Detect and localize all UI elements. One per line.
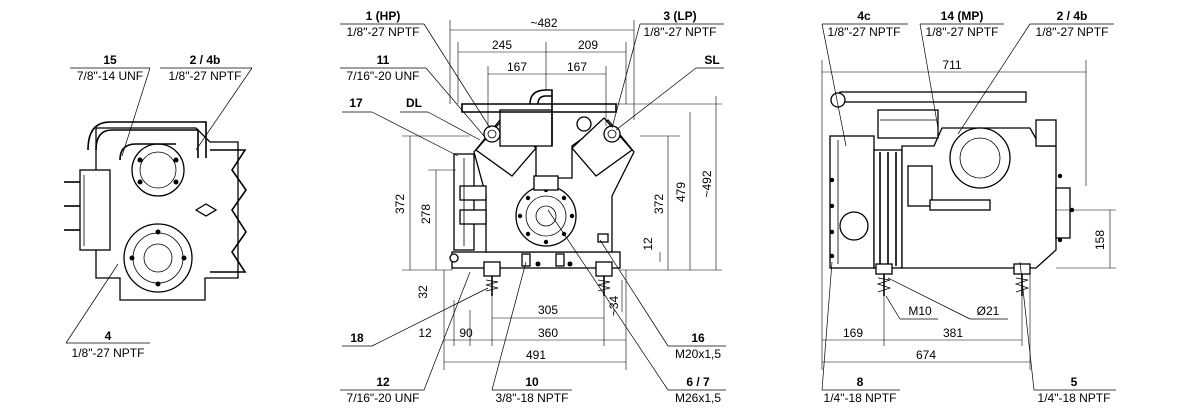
callout-thread: 3/8"-18 NPTF: [496, 391, 569, 405]
callout-middle-11: 11 7/16"-20 UNF: [340, 53, 485, 137]
left-view: 15 7/8"-14 UNF 2 / 4b 1/8"-27 NPTF 4 1/8…: [64, 53, 253, 360]
callout-thread: 1/8"-27 NPTF: [926, 25, 999, 39]
callout-middle-1-hp: 1 (HP) 1/8"-27 NPTF: [340, 9, 491, 129]
callout-thread: 1/8"-27 NPTF: [347, 25, 420, 39]
callout-number: 14 (MP): [941, 9, 984, 23]
right-dimension-lines: [821, 60, 1116, 370]
callout-number: 2 / 4b: [1057, 9, 1088, 23]
dim-bottom-674: 674: [916, 348, 936, 362]
callout-number: 5: [1071, 375, 1078, 389]
dim-right-height-mid: 479: [674, 182, 688, 202]
dim-bottom-491: 491: [526, 348, 546, 362]
callout-middle-12: 12 7/16"-20 UNF: [340, 271, 471, 405]
callout-middle-sl: SL: [615, 53, 724, 131]
callout-left-15: 15 7/8"-14 UNF: [70, 53, 151, 157]
callout-number: SL: [704, 53, 719, 67]
callout-right-4c: 4c 1/8"-27 NPTF: [821, 9, 908, 147]
callout-right-8: 8 1/4"-18 NPTF: [821, 261, 900, 405]
callout-thread: 1/4"-18 NPTF: [824, 391, 897, 405]
callout-number: 6 / 7: [686, 375, 710, 389]
middle-dimension-lines: [402, 20, 722, 370]
dim-bottom-90: 90: [459, 326, 473, 340]
dim-foot-spacing: 305: [538, 303, 558, 317]
callout-number: 10: [525, 375, 539, 389]
callout-thread: 7/8"-14 UNF: [77, 69, 143, 83]
dim-top-left: 245: [492, 38, 512, 52]
callout-middle-10: 10 3/8"-18 NPTF: [491, 261, 572, 405]
callout-number: 4c: [857, 9, 871, 23]
callout-thread: 1/8"-27 NPTF: [72, 346, 145, 360]
dim-bottom-169: 169: [843, 326, 863, 340]
callout-number: 16: [691, 331, 705, 345]
callout-right-5: 5 1/4"-18 NPTF: [1019, 261, 1116, 405]
callout-number: 3 (LP): [663, 9, 696, 23]
dim-bottom-381: 381: [943, 326, 963, 340]
callout-number: DL: [406, 96, 422, 110]
callout-thread: 1/4"-18 NPTF: [1038, 391, 1111, 405]
callout-number: 17: [349, 96, 363, 110]
callout-number: 1 (HP): [366, 9, 401, 23]
callout-middle-6-7: 6 / 7 M26x1,5: [547, 209, 726, 405]
callout-number: 2 / 4b: [190, 53, 221, 67]
callout-thread: 1/8"-27 NPTF: [828, 25, 901, 39]
label-m10: M10: [908, 304, 932, 318]
dim-inner-right: 167: [567, 60, 587, 74]
right-dimension-texts: 711 158 169 381 674 M10 Ø21: [843, 58, 1107, 362]
dim-height-right: 158: [1093, 230, 1107, 250]
dim-right-height-outer: ~492: [700, 170, 714, 197]
callout-middle-18: 18: [342, 287, 489, 347]
dim-top-right: 209: [578, 38, 598, 52]
dim-bottom-offset: ~34: [607, 295, 621, 316]
callout-thread: M20x1,5: [675, 347, 721, 361]
middle-view: ~482 245 209 167 167 372 278 372 479 ~49…: [340, 9, 726, 405]
callout-number: 4: [105, 329, 112, 343]
dim-left-height-inner: 278: [419, 204, 433, 224]
right-compressor-drawing: [829, 91, 1075, 296]
callout-thread: 1/8"-27 NPTF: [169, 69, 242, 83]
callout-middle-16: 16 M20x1,5: [599, 239, 726, 361]
callout-left-4: 4 1/8"-27 NPTF: [65, 263, 150, 360]
callout-number: 18: [350, 331, 364, 345]
dim-bottom-12: 12: [418, 326, 432, 340]
callout-right-14-mp: 14 (MP) 1/8"-27 NPTF: [919, 9, 1004, 129]
callout-thread: 7/16"-20 UNF: [347, 69, 420, 83]
dim-right-height-inner: 372: [652, 194, 666, 214]
right-view: 711 158 169 381 674 M10 Ø21 4c 1/8"-27 N…: [821, 9, 1116, 405]
callout-number: 15: [103, 53, 117, 67]
callout-number: 11: [377, 53, 390, 67]
dim-inner-left: 167: [507, 60, 527, 74]
callout-middle-dl: DL: [400, 96, 481, 141]
middle-dimension-texts: ~482 245 209 167 167 372 278 372 479 ~49…: [393, 16, 714, 362]
middle-compressor-drawing: [449, 89, 635, 296]
callout-thread: 1/8"-27 NPTF: [644, 25, 717, 39]
callout-right-2-4b: 2 / 4b 1/8"-27 NPTF: [957, 9, 1114, 135]
left-compressor-drawing: [64, 121, 247, 301]
callout-number: 12: [376, 375, 390, 389]
callout-thread: 7/16"-20 UNF: [347, 391, 420, 405]
dim-overall-top: 711: [942, 58, 961, 72]
callout-middle-17: 17: [342, 96, 459, 157]
callout-middle-3-lp: 3 (LP) 1/8"-27 NPTF: [611, 9, 724, 129]
callout-thread: 1/8"-27 NPTF: [1036, 25, 1109, 39]
callout-thread: M26x1,5: [675, 391, 721, 405]
dim-bottom-360: 360: [538, 326, 558, 340]
callout-left-2-4b: 2 / 4b 1/8"-27 NPTF: [160, 53, 253, 151]
callout-number: 8: [857, 375, 864, 389]
label-diameter: Ø21: [977, 304, 1000, 318]
dim-overall-width: ~482: [530, 16, 557, 30]
dim-foot-height: 32: [416, 285, 430, 299]
dim-left-height-outer: 372: [393, 194, 407, 214]
dim-small-right: 12: [641, 237, 655, 251]
